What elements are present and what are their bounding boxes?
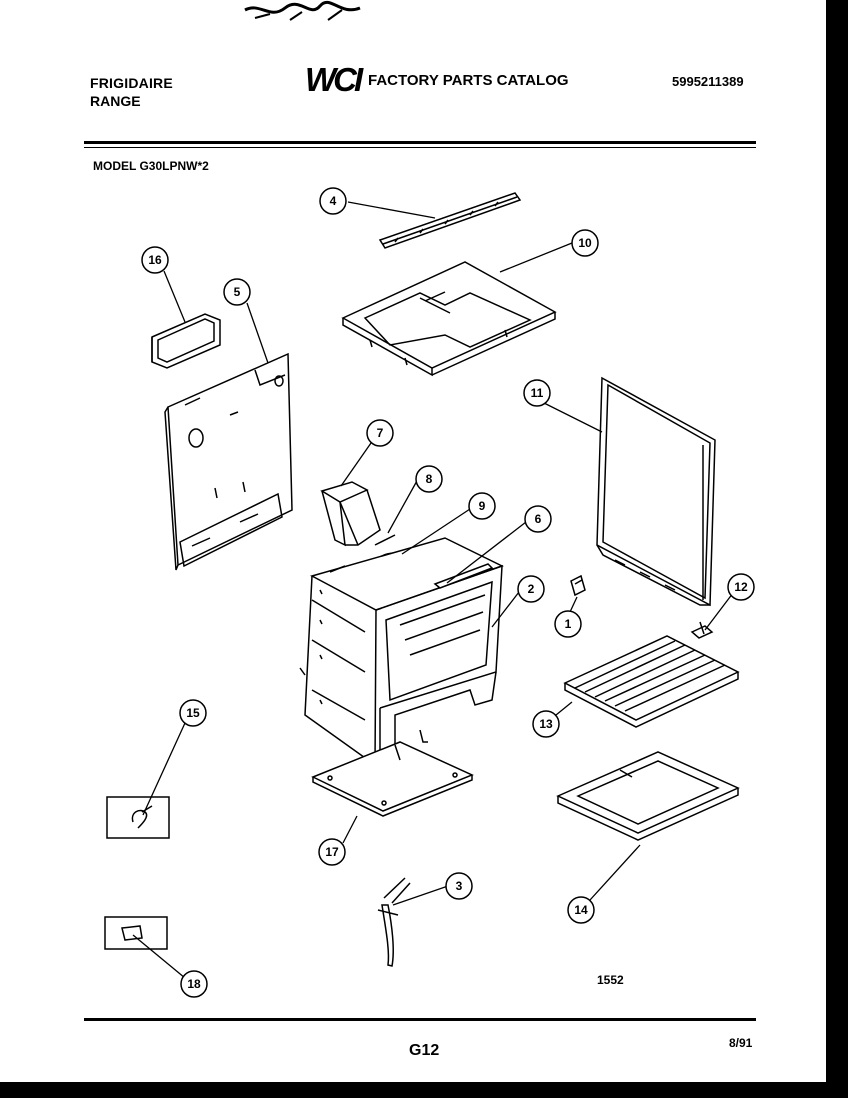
callout-16: 16	[148, 253, 162, 267]
part-2-oven-body	[299, 537, 504, 767]
callout-13: 13	[539, 717, 553, 731]
page-code: G12	[409, 1042, 440, 1059]
callout-4: 4	[330, 194, 337, 208]
callout-11: 11	[531, 386, 544, 400]
part-4-trim-strip	[378, 192, 522, 249]
svg-text:WCI: WCI	[305, 61, 364, 96]
callout-2: 2	[528, 582, 535, 596]
callout-8: 8	[426, 472, 433, 486]
part-13-oven-rack	[563, 635, 740, 728]
brand-name: FRIGIDAIRE	[90, 75, 173, 91]
callout-18: 18	[187, 977, 201, 991]
callout-7: 7	[377, 426, 384, 440]
callout-10: 10	[578, 236, 592, 250]
part-15-box	[106, 796, 170, 839]
catalog-number: 5995211389	[672, 74, 744, 89]
part-7-vent-duct	[320, 481, 381, 547]
callout-circles	[141, 187, 755, 998]
callout-14: 14	[574, 903, 588, 917]
header-rule	[84, 141, 756, 144]
scan-artifact	[244, 0, 361, 21]
callout-12: 12	[734, 580, 748, 594]
part-16-bracket	[151, 313, 221, 369]
part-10-top-panel	[341, 261, 557, 377]
part-1-knob	[570, 574, 586, 597]
callout-17: 17	[325, 845, 339, 859]
model-number: MODEL G30LPNW*2	[93, 159, 209, 173]
callout-15: 15	[186, 706, 200, 720]
wci-logo: WCI	[305, 61, 366, 96]
product-type: RANGE	[90, 93, 141, 109]
part-14-broiler-pan	[556, 751, 740, 841]
part-18-box	[104, 916, 168, 950]
leader-lines	[132, 201, 734, 979]
callout-3: 3	[456, 879, 463, 893]
header-rule-thin	[84, 147, 756, 148]
part-12-clip	[690, 621, 714, 639]
part-17-bottom-panel	[311, 729, 474, 817]
callout-6: 6	[535, 512, 542, 526]
footer-rule	[84, 1018, 756, 1021]
part-5-back-panel	[164, 352, 293, 571]
page-date: 8/91	[729, 1036, 753, 1050]
part-3-igniter	[377, 877, 411, 967]
callout-5: 5	[234, 285, 241, 299]
part-11-side-panel	[596, 376, 716, 607]
scan-border-bottom	[0, 1082, 848, 1098]
catalog-title: FACTORY PARTS CATALOG	[368, 72, 569, 89]
callout-9: 9	[479, 499, 486, 513]
scan-border-right	[826, 0, 848, 1098]
callout-labels: 4 10 16 5 11 7 8 9 6 2 12 1 13 15 17 3 1…	[148, 194, 748, 991]
figure-number: 1552	[597, 973, 624, 987]
callout-1: 1	[565, 617, 572, 631]
